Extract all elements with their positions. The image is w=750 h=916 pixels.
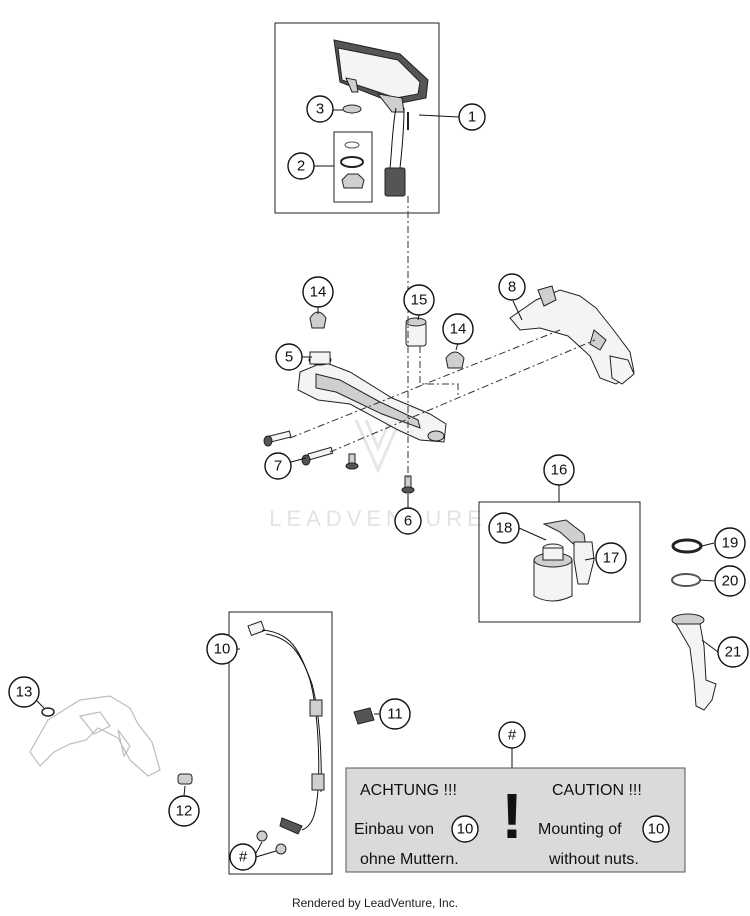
- callout-hash-nuts: #: [229, 843, 257, 871]
- svg-text:18: 18: [496, 520, 513, 537]
- svg-text:1: 1: [468, 109, 476, 126]
- svg-text:#: #: [239, 849, 248, 866]
- svg-text:21: 21: [725, 644, 742, 661]
- svg-text:11: 11: [387, 706, 403, 723]
- watermark-text: LEADVENTURE: [269, 506, 487, 531]
- svg-text:14: 14: [310, 284, 327, 301]
- svg-text:10: 10: [457, 821, 474, 838]
- callout-3: 3: [306, 95, 334, 123]
- dashboard-display-part: [333, 39, 429, 197]
- callout-7: 7: [264, 452, 292, 480]
- sensor-cable-part: [247, 620, 325, 835]
- notice-en-heading: CAUTION !!!: [552, 782, 642, 799]
- svg-text:15: 15: [411, 292, 428, 309]
- svg-text:7: 7: [274, 458, 282, 475]
- callout-1: 1: [458, 103, 486, 131]
- fork-guard-outline: [29, 695, 161, 777]
- grommet-right-part: [445, 351, 465, 369]
- callout-18: 18: [488, 512, 520, 544]
- svg-text:8: 8: [508, 279, 516, 296]
- callout-16: 16: [543, 454, 575, 486]
- callout-14-right: 14: [442, 313, 474, 345]
- svg-text:16: 16: [551, 462, 568, 479]
- svg-text:17: 17: [603, 550, 620, 567]
- callout-5: 5: [275, 343, 303, 371]
- leader-lines: [35, 109, 719, 858]
- callout-15: 15: [403, 284, 435, 316]
- svg-text:13: 13: [16, 684, 33, 701]
- key-part: [573, 541, 595, 585]
- notice-de-line2: ohne Muttern.: [360, 851, 459, 868]
- notice-en-line1: Mounting of: [538, 821, 622, 838]
- callout-20: 20: [714, 565, 746, 597]
- callout-21: 21: [717, 636, 749, 668]
- speedo-sensor-group-box: [228, 611, 333, 875]
- screw-upper-part: [263, 430, 292, 447]
- svg-text:19: 19: [722, 535, 739, 552]
- screw-lower-part: [301, 446, 334, 466]
- seal-ring-set-part: [333, 131, 373, 203]
- ring-19-part: [671, 538, 703, 554]
- bracket-part: [297, 351, 447, 443]
- screw-6-part: [401, 475, 415, 494]
- ignition-cable-part: [671, 613, 717, 711]
- notice-en-line2: without nuts.: [548, 851, 639, 868]
- clip-11-part: [353, 707, 375, 725]
- headlight-bracket-part: [509, 285, 635, 385]
- svg-text:2: 2: [297, 158, 305, 175]
- exclamation-mark: !: [501, 780, 522, 852]
- svg-text:5: 5: [285, 349, 293, 366]
- svg-text:12: 12: [176, 803, 193, 820]
- sleeve-part: [405, 317, 427, 347]
- ring-20-part: [671, 573, 701, 587]
- assembly-lines: [289, 196, 596, 478]
- svg-text:3: 3: [316, 101, 324, 118]
- notice-de-ref-callout: 10: [451, 815, 479, 843]
- callout-hash-notice: #: [498, 721, 526, 749]
- watermark: LEADVENTURE: [269, 419, 487, 531]
- callout-6: 6: [394, 507, 422, 535]
- spacer-12-part: [177, 773, 193, 785]
- svg-text:14: 14: [450, 321, 467, 338]
- nuts-part: [256, 830, 287, 855]
- callout-2: 2: [287, 152, 315, 180]
- callout-19: 19: [714, 527, 746, 559]
- callout-13: 13: [8, 676, 40, 708]
- svg-text:10: 10: [648, 821, 665, 838]
- caution-notice-box: ACHTUNG !!! Einbau von 10 ohne Muttern. …: [345, 767, 686, 873]
- svg-text:10: 10: [214, 641, 231, 658]
- notice-de-line1: Einbau von: [354, 821, 434, 838]
- grommet-left-part: [309, 311, 327, 329]
- dashboard-group-box: [274, 22, 440, 214]
- callout-12: 12: [168, 795, 200, 827]
- svg-text:20: 20: [722, 573, 739, 590]
- callout-10: 10: [206, 633, 238, 665]
- callout-17: 17: [595, 542, 627, 574]
- notice-en-ref-callout: 10: [642, 815, 670, 843]
- washer-3-part: [342, 104, 362, 114]
- callout-8: 8: [498, 273, 526, 301]
- callout-14-left: 14: [302, 276, 334, 308]
- svg-text:6: 6: [404, 513, 412, 530]
- footer-credit: Rendered by LeadVenture, Inc.: [291, 896, 459, 910]
- small-screw-part: [345, 453, 359, 470]
- callout-11: 11: [379, 698, 411, 730]
- svg-text:#: #: [508, 727, 517, 744]
- notice-de-heading: ACHTUNG !!!: [360, 782, 457, 799]
- clamp-13-part: [41, 707, 55, 717]
